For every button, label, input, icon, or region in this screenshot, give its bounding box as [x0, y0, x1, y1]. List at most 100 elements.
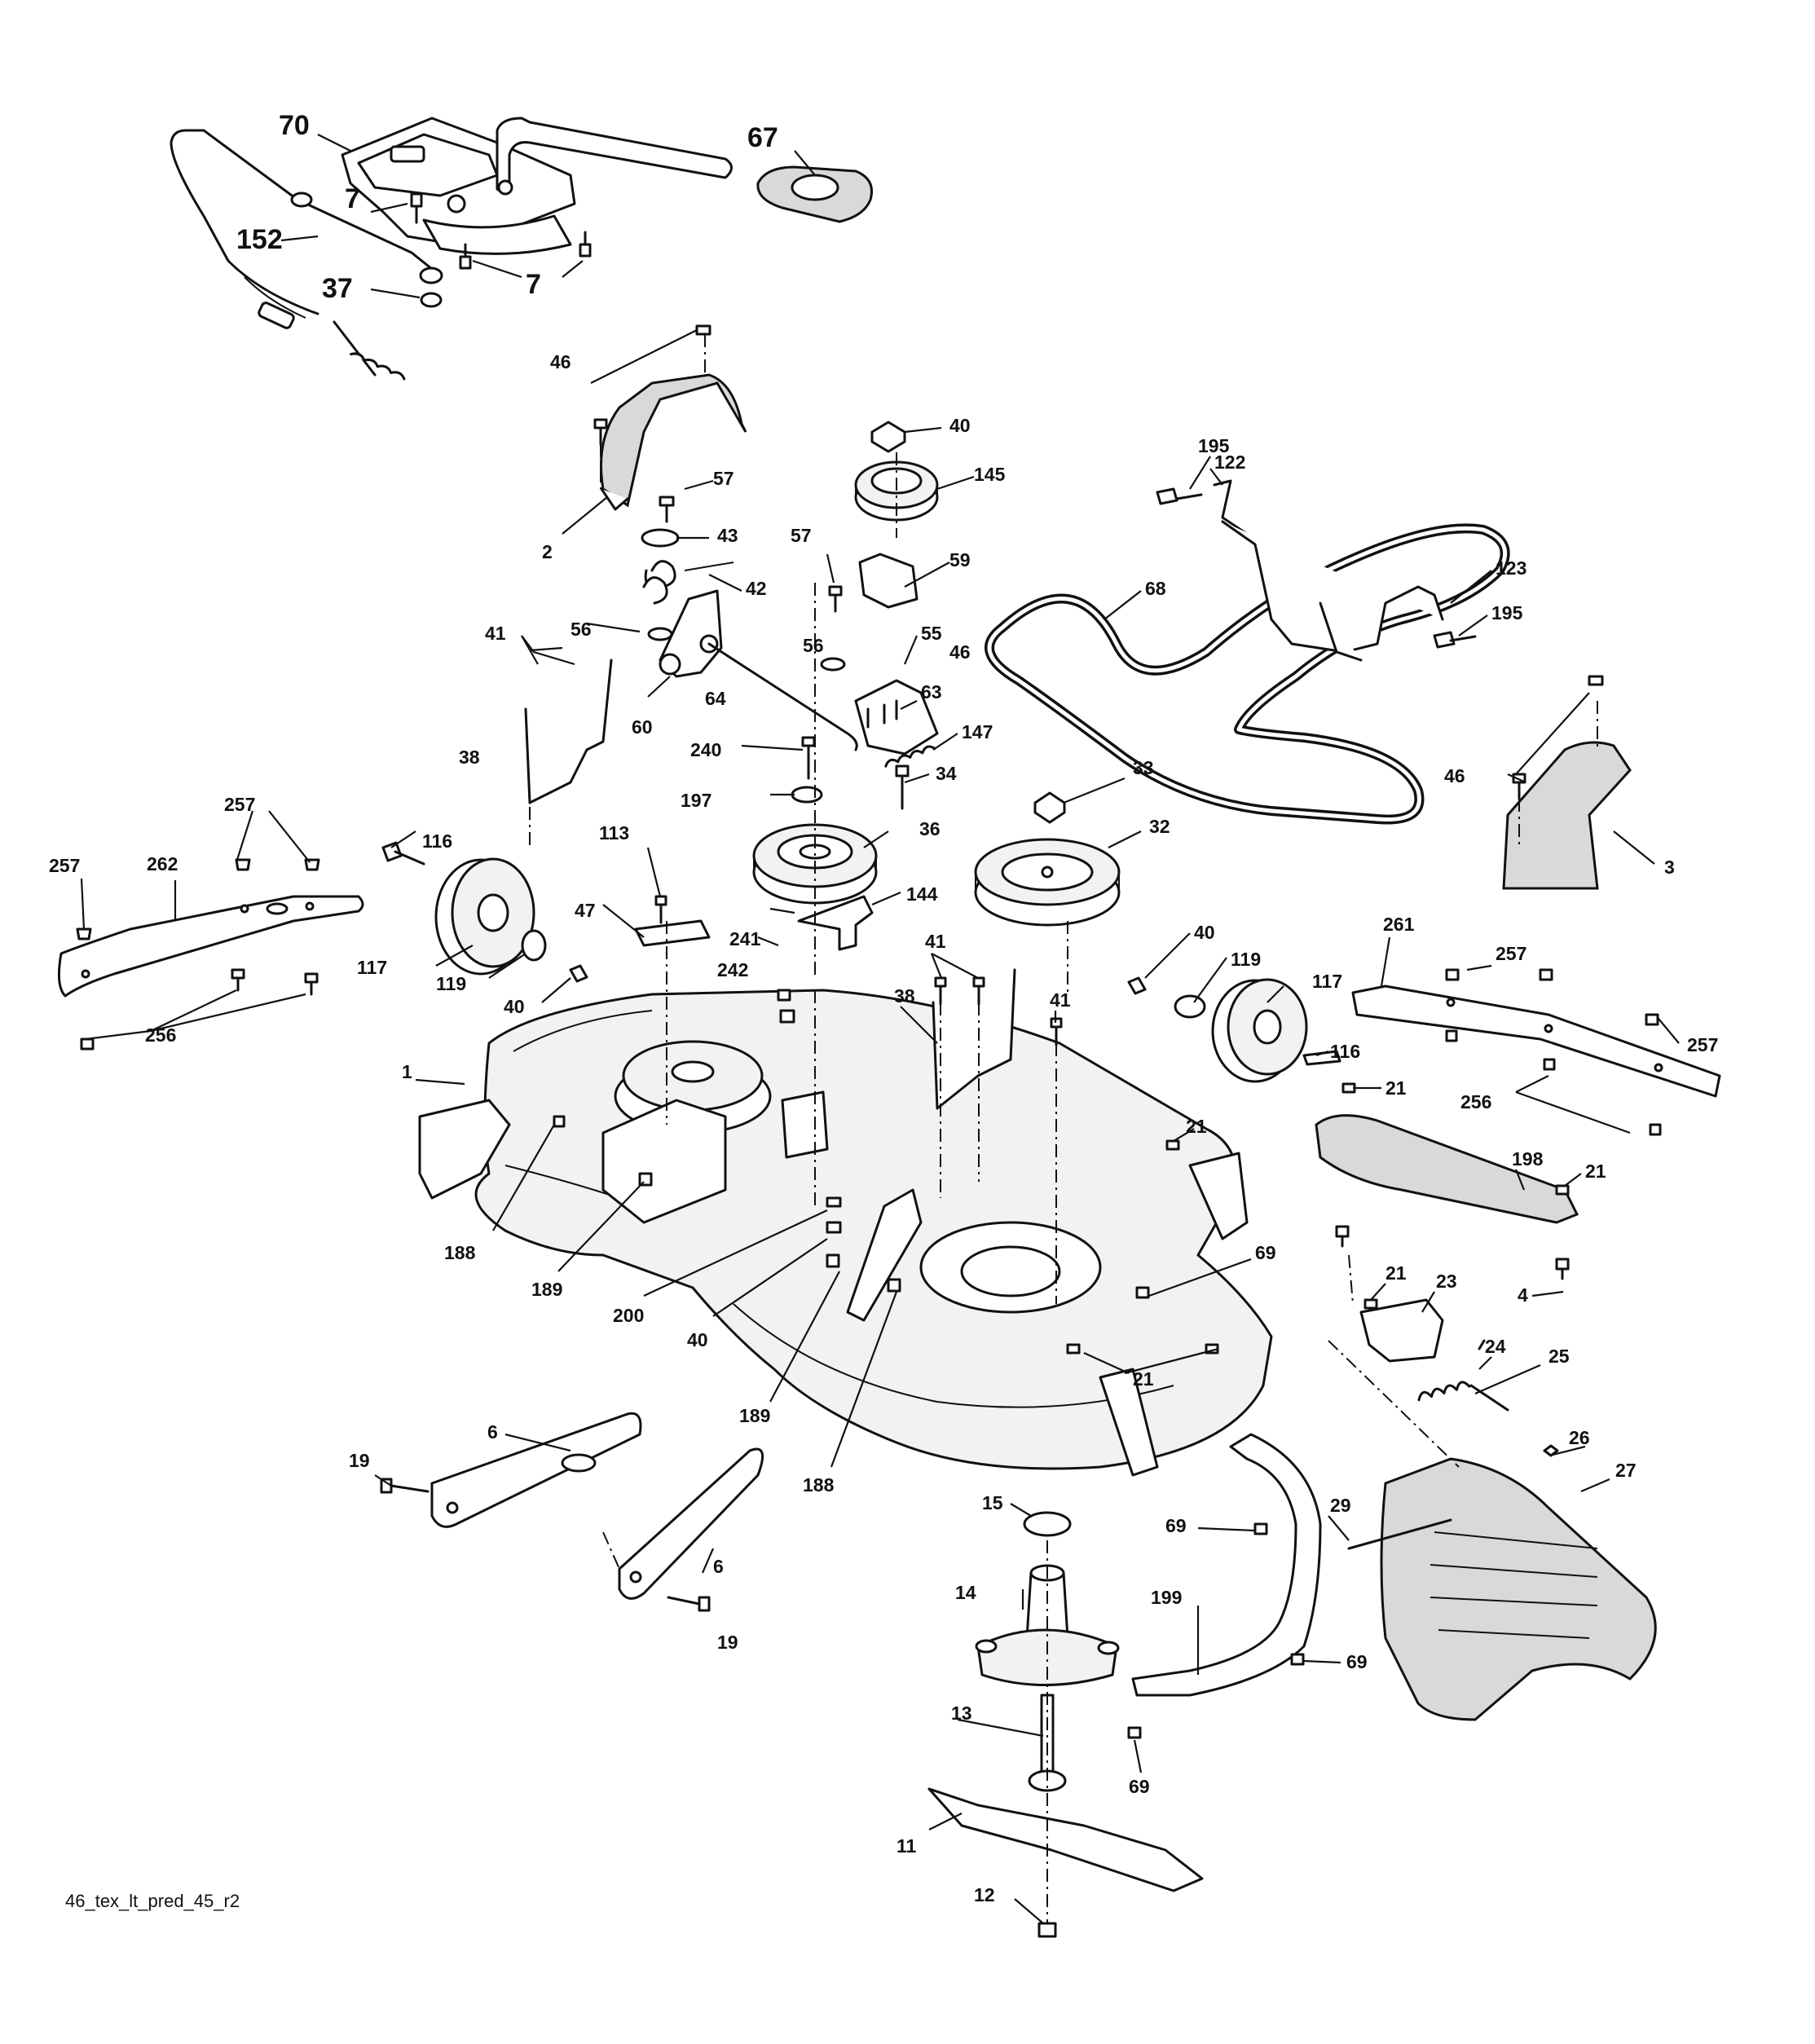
callout-200: 200 — [613, 1305, 644, 1326]
callout-113: 113 — [599, 822, 629, 844]
lift-lever-knob — [756, 165, 873, 223]
callout-43: 43 — [717, 525, 738, 546]
belt-shield-right — [1502, 741, 1632, 890]
front-hanger-right — [1351, 985, 1721, 1098]
belt-keeper-rods — [1156, 479, 1477, 662]
callout-69c: 69 — [1346, 1651, 1368, 1672]
callout-19a: 19 — [349, 1450, 370, 1471]
drive-belt — [985, 523, 1510, 825]
rear-baffle — [1315, 1114, 1579, 1224]
discharge-chute — [1380, 1457, 1657, 1721]
callout-46a: 46 — [550, 351, 571, 372]
gauge-wheel-right — [1127, 976, 1341, 1083]
callout-2: 2 — [542, 541, 553, 562]
callout-41b: 41 — [925, 931, 946, 952]
callout-123: 123 — [1496, 557, 1526, 579]
callout-262: 262 — [147, 853, 178, 874]
callout-36: 36 — [919, 818, 941, 839]
callout-68: 68 — [1145, 578, 1166, 599]
deck-stabilizer-brackets — [380, 1412, 764, 1612]
callout-256a: 256 — [145, 1024, 176, 1046]
mower-deck-housing — [418, 989, 1273, 1477]
callout-188b: 188 — [803, 1474, 835, 1496]
callout-59: 59 — [949, 549, 971, 570]
mandrel-pulley-32 — [974, 791, 1121, 927]
lever-fasteners — [410, 192, 592, 308]
callout-60: 60 — [632, 716, 653, 738]
callout-119a: 119 — [436, 973, 466, 994]
callout-40c: 40 — [1194, 922, 1215, 943]
chute-hinge — [1359, 1298, 1509, 1412]
callout-117a: 117 — [357, 957, 387, 978]
callout-69a: 69 — [1255, 1242, 1276, 1263]
callout-198: 198 — [1512, 1148, 1544, 1170]
part-drawings — [57, 117, 1721, 1938]
callout-69d: 69 — [1129, 1776, 1150, 1797]
callout-188a: 188 — [444, 1242, 476, 1263]
callout-15: 15 — [982, 1492, 1003, 1513]
belt-guide-144 — [797, 895, 874, 951]
callout-7a: 7 — [345, 183, 360, 214]
callout-240: 240 — [690, 739, 721, 760]
callout-46b: 46 — [949, 641, 971, 663]
callout-69b: 69 — [1165, 1515, 1187, 1536]
callout-144: 144 — [906, 883, 938, 905]
callout-256b: 256 — [1460, 1091, 1491, 1112]
callout-14: 14 — [955, 1582, 976, 1603]
callout-21d: 21 — [1385, 1262, 1407, 1284]
callout-116a: 116 — [422, 830, 452, 852]
callout-64: 64 — [705, 688, 726, 709]
callout-261: 261 — [1383, 914, 1415, 935]
callout-41c: 41 — [1050, 989, 1071, 1011]
callout-257b: 257 — [224, 794, 255, 815]
idler-arm-assembly — [641, 528, 858, 751]
callout-21e: 21 — [1133, 1368, 1154, 1390]
callout-56b: 56 — [803, 635, 824, 656]
callout-33: 33 — [1133, 757, 1154, 778]
callout-56a: 56 — [570, 619, 592, 640]
spindle-assembly — [927, 1511, 1204, 1938]
callout-47: 47 — [575, 900, 596, 921]
callout-38b: 38 — [894, 985, 915, 1007]
callout-63: 63 — [921, 681, 942, 703]
center-lines — [529, 334, 1598, 1923]
callout-40b: 40 — [504, 996, 525, 1017]
callout-257a: 257 — [49, 855, 80, 876]
callout-116b: 116 — [1330, 1041, 1360, 1062]
callout-24: 24 — [1485, 1336, 1506, 1357]
callout-189a: 189 — [531, 1279, 562, 1300]
assorted-fasteners — [76, 324, 1662, 1739]
callout-122: 122 — [1214, 452, 1245, 473]
callout-38a: 38 — [459, 747, 480, 768]
callout-55: 55 — [921, 623, 942, 644]
callout-26: 26 — [1569, 1427, 1590, 1448]
callout-57b: 57 — [791, 525, 812, 546]
callout-25: 25 — [1548, 1346, 1570, 1367]
callout-21a: 21 — [1385, 1077, 1407, 1099]
callout-67: 67 — [747, 122, 778, 153]
callout-12: 12 — [974, 1884, 995, 1905]
callout-4: 4 — [1518, 1284, 1528, 1306]
callout-197: 197 — [681, 790, 711, 811]
callout-257d: 257 — [1687, 1034, 1718, 1055]
callout-6b: 6 — [713, 1556, 724, 1577]
deck-left-pulley — [601, 1040, 772, 1224]
deck-right-spindle-opening — [919, 1221, 1102, 1314]
callout-41a: 41 — [485, 623, 506, 644]
callout-13: 13 — [951, 1703, 972, 1724]
callout-27: 27 — [1615, 1460, 1637, 1481]
callout-195a: 195 — [1198, 435, 1230, 456]
callout-7b: 7 — [526, 269, 541, 300]
chute-rod — [1347, 1518, 1452, 1550]
callout-23: 23 — [1436, 1271, 1457, 1292]
callout-32: 32 — [1149, 816, 1170, 837]
callout-46c: 46 — [1444, 765, 1465, 786]
callout-195b: 195 — [1491, 602, 1523, 623]
tension-bracket — [854, 679, 939, 768]
chute-bracket — [1131, 1433, 1322, 1697]
callout-37: 37 — [322, 273, 353, 304]
callout-257c: 257 — [1496, 943, 1526, 964]
callout-42: 42 — [746, 578, 767, 599]
callout-21c: 21 — [1585, 1161, 1606, 1182]
